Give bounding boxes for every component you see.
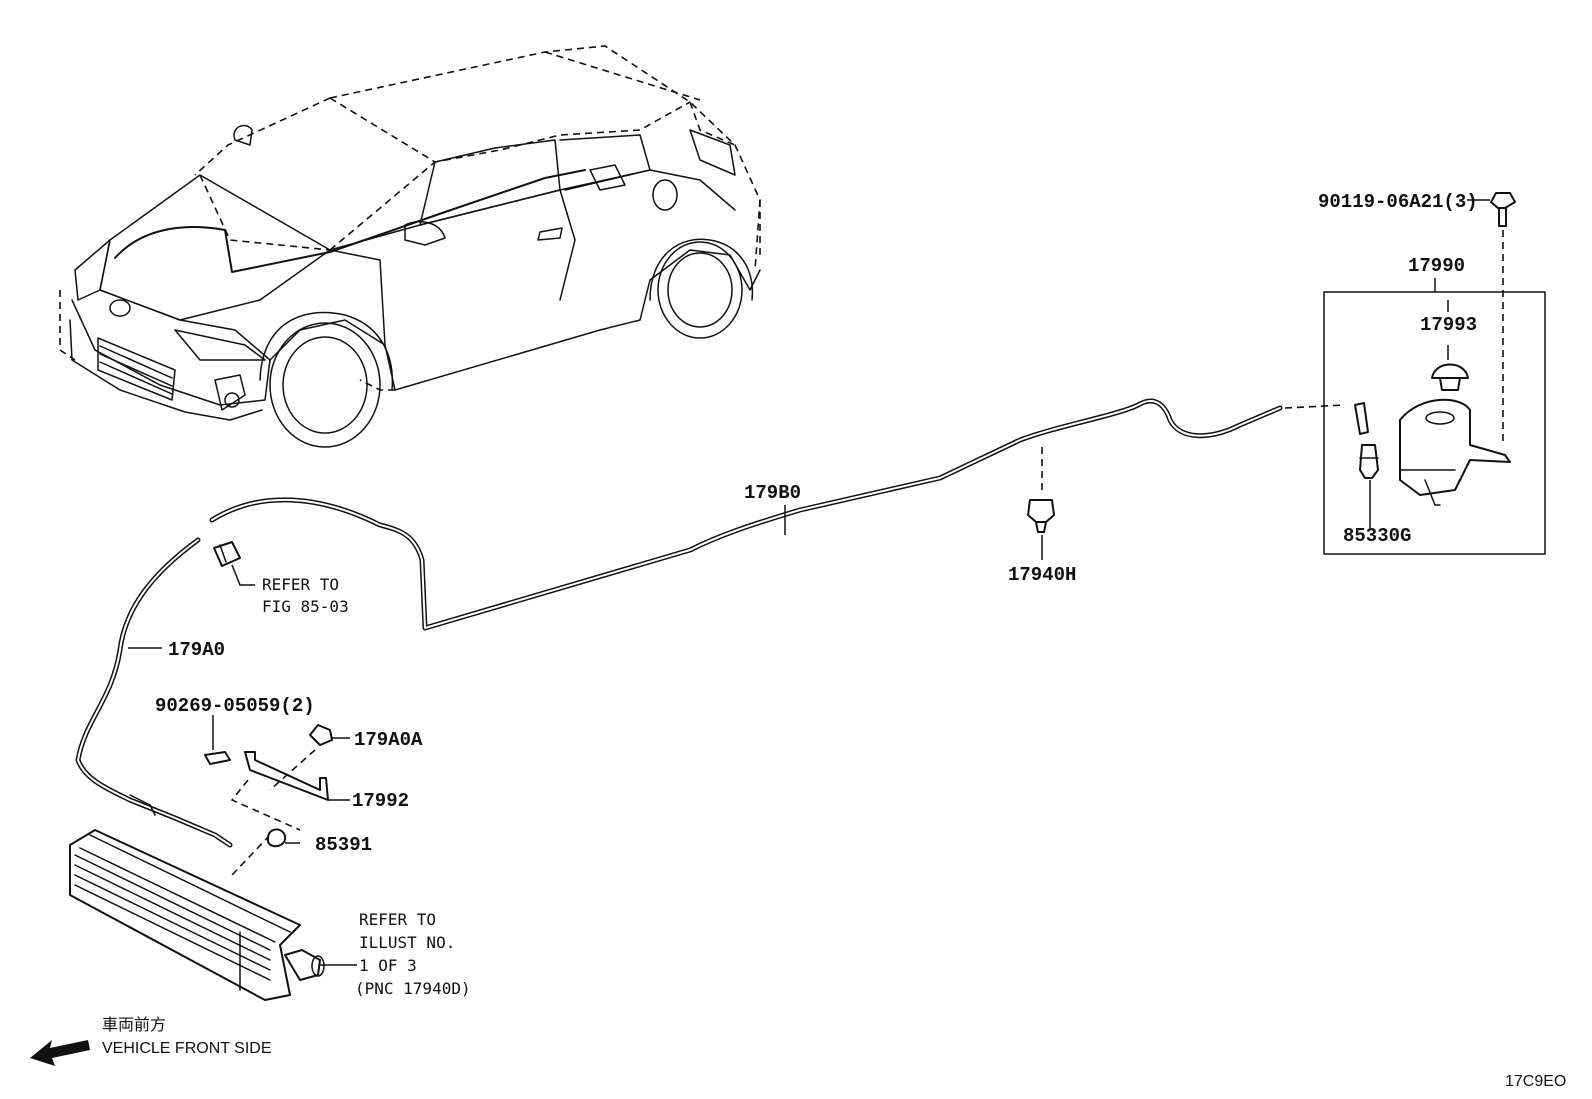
front-direction-arrow-icon <box>30 1040 90 1066</box>
label-cap: 17993 <box>1420 314 1477 336</box>
label-tank-assy: 17990 <box>1408 255 1465 277</box>
note-refer-fig-line1: REFER TO <box>262 575 339 594</box>
cap-icon <box>1431 363 1469 379</box>
valve-icon <box>1027 499 1055 523</box>
note-refer-illust-line2: ILLUST NO. <box>359 933 455 952</box>
note-refer-fig-line2: FIG 85-03 <box>262 597 349 616</box>
note-refer-illust-line3: 1 OF 3 <box>359 956 417 975</box>
note-refer-illust-line1: REFER TO <box>359 910 436 929</box>
washer-tank-assembly <box>1323 192 1546 555</box>
figure-id: 17C9EO <box>1505 1073 1566 1090</box>
direction-japanese: 車両前方 <box>102 1016 166 1034</box>
direction-english: VEHICLE FRONT SIDE <box>102 1040 272 1057</box>
label-nozzle: 85391 <box>315 834 372 856</box>
label-sensor: 85330G <box>1343 525 1411 547</box>
nozzle-bracket-group <box>204 715 350 876</box>
label-bracket: 17992 <box>352 790 409 812</box>
tank-icon <box>1399 398 1511 496</box>
label-valve: 17940H <box>1008 564 1076 586</box>
bolt-icon <box>1490 192 1516 227</box>
label-clamp-90269: 90269-05059(2) <box>155 695 315 717</box>
check-valve <box>1027 447 1055 560</box>
label-clamp-179a0a: 179A0A <box>354 729 423 751</box>
connector-refer-fig <box>213 541 255 586</box>
pump-icon <box>1359 444 1379 479</box>
note-refer-illust-line4: (PNC 17940D) <box>355 979 471 998</box>
label-hose-179a0: 179A0 <box>168 639 225 661</box>
clamp-icon <box>204 751 231 765</box>
cooler-core <box>69 829 357 1001</box>
hose-179b0 <box>209 398 1346 631</box>
label-hose-179b0: 179B0 <box>744 482 801 504</box>
label-bolt-90119: 90119-06A21(3) <box>1318 191 1478 213</box>
nozzle-icon <box>267 828 287 848</box>
vehicle-illustration <box>59 45 761 448</box>
hose-179a0 <box>75 537 233 848</box>
